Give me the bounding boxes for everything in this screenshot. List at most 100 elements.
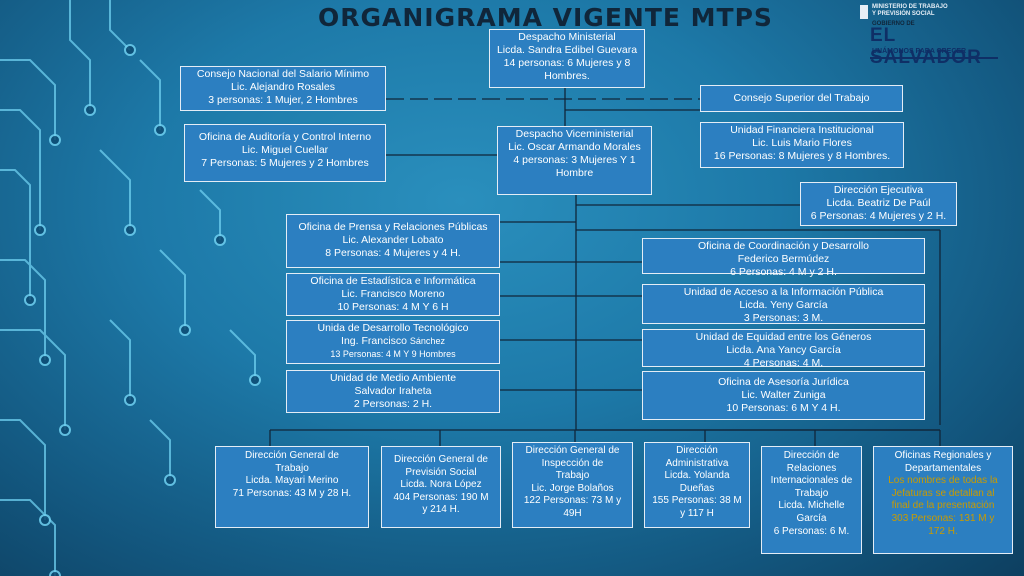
node-head: Lic. Luis Mario Flores (752, 137, 852, 149)
node-title: Oficina de Prensa y Relaciones Públicas (298, 221, 488, 233)
node-title: Dirección Ejecutiva (833, 184, 924, 196)
node-title: Oficina de Asesoría Jurídica (718, 376, 849, 388)
node-title: Dirección General de (245, 450, 339, 461)
node-head: Lic. Jorge Bolaños (531, 482, 614, 494)
node-title: Unidad de Equidad entre los Géneros (695, 331, 872, 343)
node-despacho-viceministerial: Despacho Viceministerial Lic. Oscar Arma… (497, 126, 652, 195)
node-title: Consejo Superior del Trabajo (733, 92, 870, 104)
node-staff: 71 Personas: 43 M y 28 H. (232, 487, 352, 499)
node-head: Licda. Yolanda (664, 470, 730, 482)
node-title: Despacho Ministerial (518, 31, 616, 43)
node-staff: 6 Personas: 4 M y 2 H. (730, 266, 837, 278)
node-head: Lic. Miguel Cuellar (241, 144, 329, 156)
node-title: Dirección General de (394, 454, 488, 465)
node-consejo-salario-minimo: Consejo Nacional del Salario Mínimo Lic.… (180, 66, 386, 111)
node-head: Federico Bermúdez (737, 253, 830, 265)
node-oficinas-regionales: Oficinas Regionales y Departamentales Lo… (873, 446, 1013, 554)
node-head: Licda. Mayari Merino (245, 475, 339, 487)
node-prensa: Oficina de Prensa y Relaciones Públicas … (286, 214, 500, 268)
node-title-cont: Previsión Social (405, 466, 477, 478)
node-title: Dirección (676, 445, 718, 456)
node-auditoria: Oficina de Auditoría y Control Interno L… (184, 124, 386, 182)
node-head: Lic. Oscar Armando Morales (508, 141, 641, 153)
node-staff: 13 Personas: 4 M Y 9 Hombres (330, 349, 456, 359)
node-staff: 4 Personas: 4 M. (743, 357, 824, 369)
node-head: Licda. Michelle (778, 500, 845, 512)
node-asesoria-juridica: Oficina de Asesoría Jurídica Lic. Walter… (642, 371, 925, 420)
node-head: Salvador Iraheta (354, 385, 432, 397)
node-staff-cont: y 117 H (680, 507, 714, 519)
node-title: Despacho Viceministerial (515, 128, 634, 140)
node-head: Licda. Sandra Edibel Guevara (496, 44, 638, 56)
node-head-line: Ing. Francisco Sánchez (291, 335, 495, 348)
node-title-end: Trabajo (794, 487, 829, 499)
node-d-relaciones-internacionales: Dirección de Relaciones Internacionales … (761, 446, 862, 554)
node-title-cont2: Internacionales de (770, 475, 853, 487)
node-staff: 8 Personas: 4 Mujeres y 4 H. (325, 247, 461, 259)
node-medio-ambiente: Unidad de Medio Ambiente Salvador Irahet… (286, 370, 500, 413)
node-staff-cont: 172 H. (928, 525, 958, 537)
node-head: Lic. Alexander Lobato (342, 234, 444, 246)
node-title-cont: Administrativa (665, 457, 729, 469)
logo-tagline: UNÁMONOS PARA CRECER (872, 48, 967, 55)
node-staff: 3 Personas: 3 M. (743, 312, 824, 324)
node-head: Lic. Francisco Moreno (341, 288, 445, 300)
node-title-cont: Inspección de (541, 457, 604, 469)
node-note: Los nombres de todas la (888, 475, 998, 487)
node-staff-cont: y 214 H. (422, 504, 460, 516)
node-staff: 303 Personas: 131 M y (891, 512, 995, 524)
node-staff: 10 Personas: 6 M Y 4 H. (726, 402, 841, 414)
node-title-cont: Relaciones (786, 462, 837, 474)
node-staff: 155 Personas: 38 M (652, 495, 742, 507)
ministry-emblem-icon (860, 5, 868, 19)
page-title: ORGANIGRAMA VIGENTE MTPS (318, 3, 773, 32)
node-title: Oficina de Auditoría y Control Interno (198, 131, 372, 143)
node-note-end: final de la presentación (891, 500, 995, 512)
node-coordinacion: Oficina de Coordinación y Desarrollo Fed… (642, 238, 925, 278)
node-head: Licda. Yeny García (739, 299, 828, 311)
node-title-cont: Trabajo (275, 462, 309, 474)
node-equidad-generos: Unidad de Equidad entre los Géneros Licd… (642, 329, 925, 369)
node-despacho-ministerial: Despacho Ministerial Licda. Sandra Edibe… (489, 29, 645, 88)
government-logo: MINISTERIO DE TRABAJO Y PREVISIÓN SOCIAL… (858, 4, 1008, 68)
logo-ministry-line1: MINISTERIO DE TRABAJO (872, 4, 948, 10)
node-staff-cont: Hombre (555, 167, 594, 179)
node-title-end: Trabajo (555, 470, 590, 482)
node-desarrollo-tecnologico: Unida de Desarrollo Tecnológico Ing. Fra… (286, 320, 500, 364)
logo-gobierno: GOBIERNO DE (872, 21, 915, 27)
node-staff: 10 Personas: 4 M Y 6 H (337, 301, 449, 313)
logo-underline (870, 57, 998, 59)
node-head-cont: Dueñas (679, 482, 715, 494)
node-head: Lic. Walter Zuniga (741, 389, 826, 401)
logo-country: EL SALVADOR (870, 25, 982, 68)
node-title: Dirección de (783, 450, 840, 461)
node-staff: 7 Personas: 5 Mujeres y 2 Hombres (201, 157, 369, 169)
node-dg-inspeccion: Dirección General de Inspección de Traba… (512, 442, 633, 528)
node-d-administrativa: Dirección Administrativa Licda. Yolanda … (644, 442, 750, 528)
node-staff: 14 personas: 6 Mujeres y 8 (503, 57, 631, 69)
node-title: Unida de Desarrollo Tecnológico (317, 322, 469, 334)
node-staff: 6 Personas: 6 M. (773, 525, 850, 537)
node-head-cont: García (796, 512, 827, 524)
node-staff-cont: 49H (563, 507, 582, 519)
node-head: Ing. Francisco (341, 335, 407, 347)
node-title: Unidad Financiera Institucional (730, 124, 874, 136)
node-staff: 3 personas: 1 Mujer, 2 Hombres (208, 94, 358, 106)
node-staff-cont: Hombres. (544, 70, 590, 82)
node-note-cont: Jefaturas se detallan al (891, 487, 995, 499)
node-title: Unidad de Acceso a la Información Públic… (683, 286, 884, 298)
node-title: Dirección General de (525, 445, 620, 456)
node-head: Licda. Beatriz De Paúl (826, 197, 931, 209)
node-head: Lic. Alejandro Rosales (231, 81, 335, 93)
node-title: Unidad de Medio Ambiente (329, 372, 457, 384)
logo-ministry-line2: Y PREVISIÓN SOCIAL (872, 11, 935, 17)
node-head: Licda. Nora López (400, 479, 482, 491)
node-estadistica: Oficina de Estadística e Informática Lic… (286, 273, 500, 316)
node-direccion-ejecutiva: Dirección Ejecutiva Licda. Beatriz De Pa… (800, 182, 957, 226)
node-unidad-financiera: Unidad Financiera Institucional Lic. Lui… (700, 122, 904, 168)
node-head-surname: Sánchez (409, 336, 445, 346)
node-title: Oficina de Coordinación y Desarrollo (698, 240, 869, 252)
node-staff: 16 Personas: 8 Mujeres y 8 Hombres. (713, 150, 891, 162)
node-title: Oficinas Regionales y (894, 450, 992, 461)
